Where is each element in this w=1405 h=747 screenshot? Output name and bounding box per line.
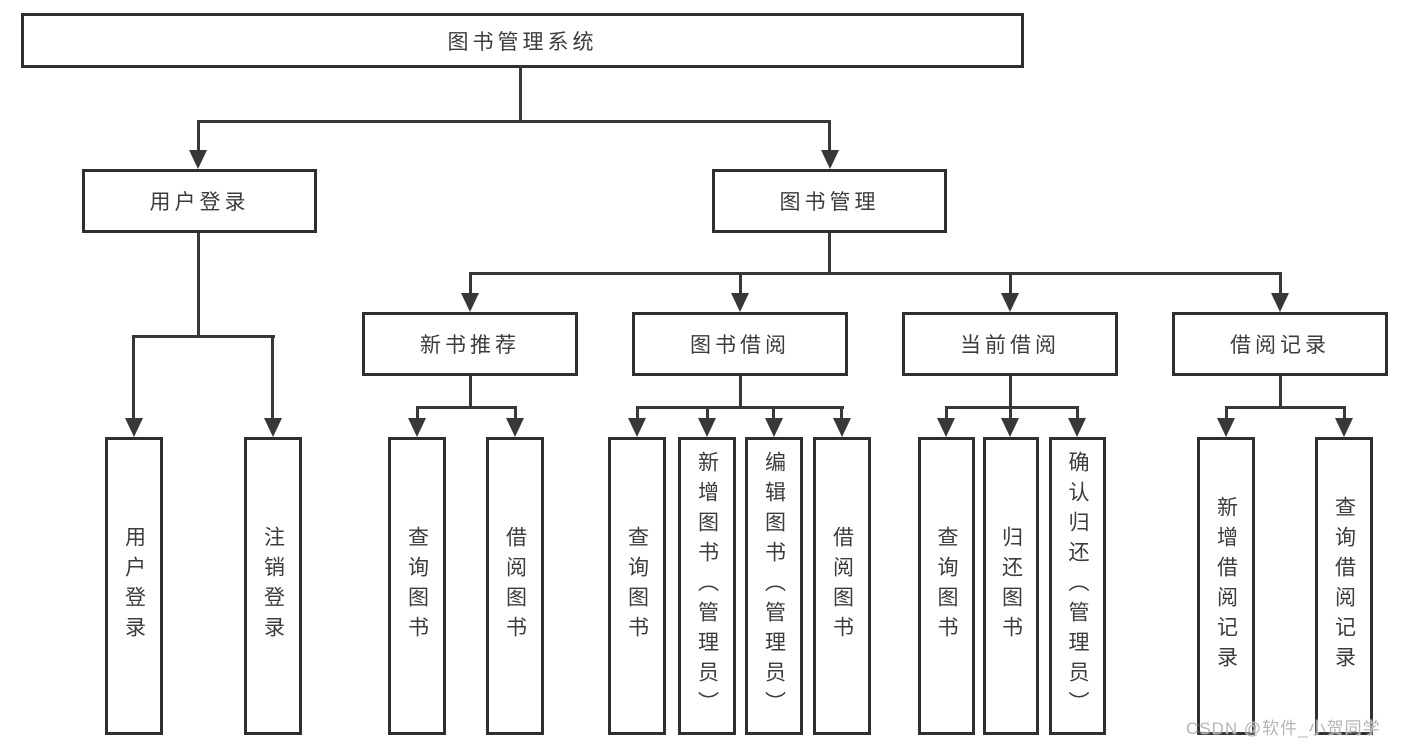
arrowhead-down [264,418,282,437]
leaf-bb-edit-books: 编辑图书（管理员） [745,437,803,735]
node-new-book-recommend: 新书推荐 [362,312,578,376]
leaf-user-login: 用户登录 [105,437,163,735]
arrowhead-down [628,418,646,437]
node-book-borrow: 图书借阅 [632,312,848,376]
node-user-login: 用户登录 [82,169,317,233]
node-borrow-records: 借阅记录 [1172,312,1388,376]
connector-line [197,120,200,152]
connector-line [271,335,274,419]
node-label: 新增借阅记录 [1214,496,1238,676]
node-label: 注销登录 [261,526,285,646]
leaf-logout: 注销登录 [244,437,302,735]
node-label: 当前借阅 [960,334,1060,357]
arrowhead-down [1068,418,1086,437]
node-label: 图书管理系统 [447,30,598,54]
node-label: 用户登录 [149,191,250,214]
connector-line [1225,406,1228,419]
leaf-cb-query-books: 查询图书 [918,437,975,735]
leaf-bb-borrow-books: 借阅图书 [813,437,871,735]
arrowhead-down [1335,418,1353,437]
connector-line [133,335,275,338]
leaf-nb-borrow-books: 借阅图书 [486,437,544,735]
node-label: 查询图书 [935,526,958,646]
arrowhead-down [731,293,749,312]
node-label: 借阅记录 [1230,334,1330,357]
node-label: 确认归还（管理员） [1066,451,1089,721]
arrowhead-down [1217,418,1235,437]
leaf-cb-confirm-return: 确认归还（管理员） [1049,437,1106,735]
node-label: 用户登录 [122,526,146,646]
arrowhead-down [125,418,143,437]
connector-line [469,376,472,407]
connector-line [1279,272,1282,294]
node-book-management: 图书管理 [712,169,947,233]
arrowhead-down [698,418,716,437]
connector-line [416,406,419,419]
connector-line [519,66,522,122]
connector-line [828,233,831,275]
connector-line [197,120,831,123]
connector-line [772,406,775,419]
connector-line [706,406,709,419]
arrowhead-down [821,150,839,169]
leaf-br-add-record: 新增借阅记录 [1197,437,1255,735]
arrowhead-down [408,418,426,437]
connector-line [636,406,844,409]
connector-line [197,233,200,337]
node-label: 归还图书 [999,526,1023,646]
arrowhead-down [1001,418,1019,437]
connector-line [1225,406,1346,409]
leaf-bb-add-books: 新增图书（管理员） [678,437,736,735]
leaf-cb-return-books: 归还图书 [983,437,1039,735]
connector-line [1343,406,1346,419]
connector-line [840,406,843,419]
connector-line [828,120,831,152]
node-label: 图书借阅 [690,334,790,357]
connector-line [132,335,135,419]
connector-line [1009,406,1012,419]
connector-line [1009,272,1012,294]
node-label: 借阅图书 [830,526,854,646]
node-root: 图书管理系统 [21,13,1024,68]
connector-line [514,406,517,419]
leaf-br-query-record: 查询借阅记录 [1315,437,1373,735]
arrowhead-down [833,418,851,437]
connector-line [739,272,742,294]
node-label: 借阅图书 [503,526,527,646]
watermark: CSDN @软件_小贺同学 [1186,719,1381,738]
connector-line [469,272,472,294]
connector-line [945,406,948,419]
arrowhead-down [765,418,783,437]
connector-line [945,406,1079,409]
arrowhead-down [937,418,955,437]
node-label: 查询图书 [625,526,649,646]
node-label: 编辑图书（管理员） [762,451,786,721]
leaf-bb-query-books: 查询图书 [608,437,666,735]
connector-line [1076,406,1079,419]
arrowhead-down [1001,293,1019,312]
connector-line [416,406,517,409]
node-label: 图书管理 [779,191,880,214]
leaf-nb-query-books: 查询图书 [388,437,446,735]
arrowhead-down [461,293,479,312]
node-current-borrow: 当前借阅 [902,312,1118,376]
node-label: 新增图书（管理员） [695,451,719,721]
arrowhead-down [1271,293,1289,312]
arrowhead-down [189,150,207,169]
connector-line [1009,376,1012,407]
connector-line [739,376,742,407]
node-label: 查询借阅记录 [1332,496,1356,676]
connector-line [469,272,1282,275]
node-label: 新书推荐 [420,334,520,357]
node-label: 查询图书 [405,526,429,646]
connector-line [1279,376,1282,407]
arrowhead-down [506,418,524,437]
connector-line [636,406,639,419]
